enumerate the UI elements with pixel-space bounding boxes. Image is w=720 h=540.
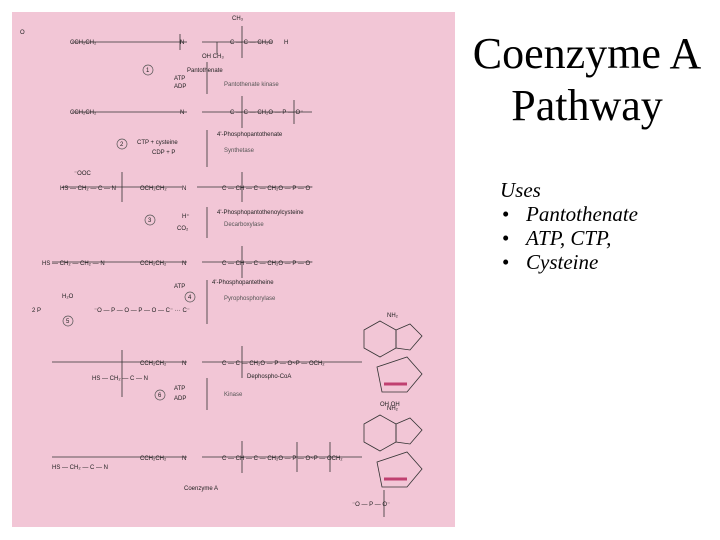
- uses-list-block: Uses • Pantothenate • ATP, CTP, • Cysteine: [500, 178, 638, 274]
- svg-text:N: N: [180, 40, 184, 46]
- cofactor-adp-6: ADP: [174, 396, 186, 402]
- enzyme-label-kinase: Kinase: [224, 392, 243, 398]
- step-number-2: 2: [120, 142, 124, 148]
- svg-text:CH₃: CH₃: [232, 16, 244, 22]
- svg-text:O: O: [20, 30, 25, 36]
- cofactor-h2o: H₂O: [62, 294, 74, 300]
- bullet-icon: •: [502, 250, 510, 274]
- enzyme-label-decarboxylase: Decarboxylase: [224, 222, 264, 228]
- cofactor-atp-1: ATP: [174, 76, 185, 82]
- svg-text:N: N: [182, 456, 186, 462]
- svg-text:N: N: [180, 110, 184, 116]
- svg-text:CCH₂CH₂: CCH₂CH₂: [140, 261, 167, 267]
- svg-text:CCH₂CH₂: CCH₂CH₂: [140, 361, 167, 367]
- cofactor-2p: 2 P: [32, 308, 41, 314]
- title-line-2: Pathway: [511, 81, 663, 130]
- compound-label-coenzyme-a: Coenzyme A: [184, 486, 218, 492]
- cofactor-cdp-p: CDP + P: [152, 150, 175, 156]
- enzyme-label-pantothenate-kinase: Pantothenate kinase: [224, 82, 279, 88]
- uses-item-label: Cysteine: [526, 250, 599, 274]
- title-line-1: Coenzyme A: [472, 29, 702, 78]
- svg-text:C — C — CH₂O: C — C — CH₂O: [230, 40, 273, 46]
- compound-label-phosphopantothenoylcysteine: 4'-Phosphopantothenoylcysteine: [217, 210, 304, 216]
- svg-text:CCH₂CH₂: CCH₂CH₂: [70, 40, 97, 46]
- uses-item-label: ATP, CTP,: [526, 226, 612, 250]
- step-number-1: 1: [146, 68, 150, 74]
- uses-heading: Uses: [500, 178, 541, 202]
- enzyme-label-pyrophosphorylase: Pyrophosphorylase: [224, 296, 276, 302]
- step-number-5: 5: [66, 319, 70, 325]
- svg-text:N: N: [182, 361, 186, 367]
- svg-text:C — C — CH₂O — P — O⁻: C — C — CH₂O — P — O⁻: [230, 110, 303, 116]
- svg-text:H: H: [284, 40, 288, 46]
- uses-item-label: Pantothenate: [526, 202, 638, 226]
- svg-text:NH₂: NH₂: [387, 313, 399, 319]
- svg-text:N: N: [182, 261, 186, 267]
- uses-item-atp-ctp: • ATP, CTP,: [500, 226, 638, 250]
- compound-label-phosphopantetheine: 4'-Phosphopantetheine: [212, 280, 274, 286]
- svg-text:OCH₂CH₂: OCH₂CH₂: [140, 186, 167, 192]
- svg-text:C — CH — C — CH₂O — P — O⁻: C — CH — C — CH₂O — P — O⁻: [222, 261, 313, 267]
- svg-text:⁻O — P — O — P — O — C⁻ ··· C⁻: ⁻O — P — O — P — O — C⁻ ··· C⁻: [94, 308, 190, 314]
- uses-item-cysteine: • Cysteine: [500, 250, 638, 274]
- slide-title: Coenzyme A Pathway: [462, 28, 712, 132]
- adenine-ring-2: [363, 414, 423, 488]
- svg-text:C — C — CH₂O — P — O~P — OCH₂: C — C — CH₂O — P — O~P — OCH₂: [222, 361, 325, 367]
- bullet-icon: •: [502, 226, 510, 250]
- svg-text:NH₂: NH₂: [387, 406, 399, 412]
- svg-text:HS — CH₂ — C — N: HS — CH₂ — C — N: [52, 465, 108, 471]
- cofactor-atp-6: ATP: [174, 386, 185, 392]
- cofactor-co2: CO₂: [177, 226, 189, 232]
- cofactor-h-plus: H⁺: [182, 213, 190, 220]
- cofactor-atp-4: ATP: [174, 284, 185, 290]
- pantothenate-structure: [72, 26, 272, 58]
- coenzyme-a-pathway-diagram: O CCH₂CH₂ N C — C — CH₂O H OH CH₃ CH₃ Pa…: [12, 12, 455, 527]
- compound-label-pantothenate: Pantothenate: [187, 68, 223, 74]
- compound-label-4-phosphopantothenate: 4'-Phosphopantothenate: [217, 132, 283, 138]
- cofactor-ctp-cysteine: CTP + cysteine: [137, 140, 178, 146]
- uses-item-pantothenate: • Pantothenate: [500, 202, 638, 226]
- step-number-6: 6: [158, 393, 162, 399]
- svg-text:C — CH — C — CH₂O — P — O⁻: C — CH — C — CH₂O — P — O⁻: [222, 186, 313, 192]
- uses-list: • Pantothenate • ATP, CTP, • Cysteine: [500, 202, 638, 274]
- svg-text:HS — CH₂ — C — N: HS — CH₂ — C — N: [92, 376, 148, 382]
- svg-text:CCH₂CH₂: CCH₂CH₂: [140, 456, 167, 462]
- svg-text:⁻O — P — O⁻: ⁻O — P — O⁻: [352, 502, 390, 508]
- step-number-4: 4: [188, 295, 192, 301]
- svg-text:HS — CH₂ — C — N: HS — CH₂ — C — N: [60, 186, 116, 192]
- svg-text:C — CH — C — CH₂O — P — O~P —: C — CH — C — CH₂O — P — O~P — OCH₂: [222, 456, 343, 462]
- adenine-ring-1: [363, 320, 423, 393]
- step-number-3: 3: [148, 218, 152, 224]
- svg-text:OH OH: OH OH: [380, 402, 400, 408]
- compound-label-dephospho-coa: Dephospho-CoA: [247, 374, 291, 380]
- bullet-icon: •: [502, 202, 510, 226]
- svg-text:N: N: [182, 186, 186, 192]
- cofactor-adp-1: ADP: [174, 84, 186, 90]
- svg-text:CCH₂CH₂: CCH₂CH₂: [70, 110, 97, 116]
- pathway-drawing: O CCH₂CH₂ N C — C — CH₂O H OH CH₃ CH₃ Pa…: [20, 16, 423, 517]
- svg-text:OH CH₃: OH CH₃: [202, 54, 224, 60]
- svg-text:⁻OOC: ⁻OOC: [74, 171, 92, 177]
- enzyme-label-synthetase: Synthetase: [224, 148, 255, 154]
- svg-text:HS — CH₂ — CH₂ — N: HS — CH₂ — CH₂ — N: [42, 261, 105, 267]
